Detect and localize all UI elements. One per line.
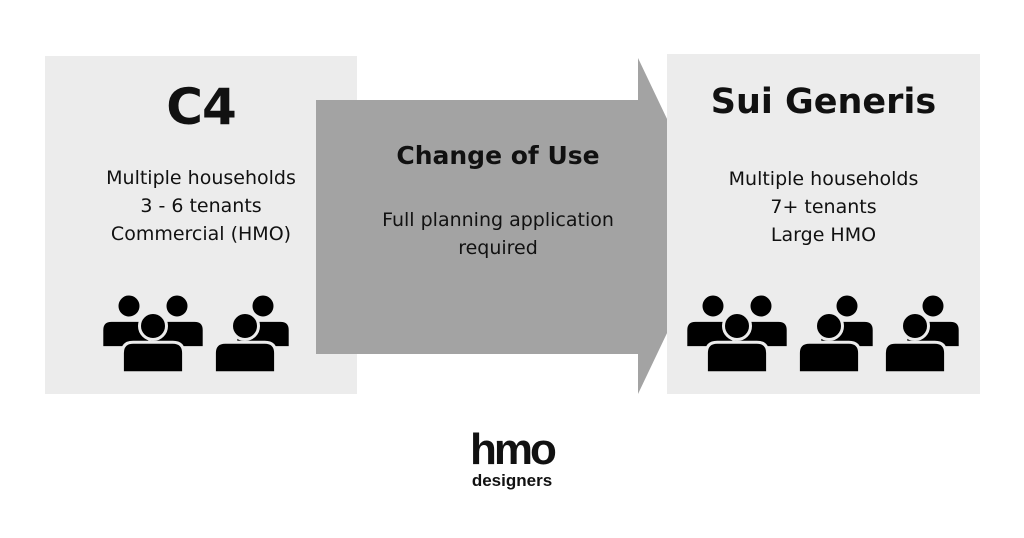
hmo-designers-logo: hmo designers [462,428,562,490]
c4-line-households: Multiple households [106,167,296,189]
person-head [163,292,191,320]
logo-wordmark: hmo [470,425,557,474]
sui-generis-people-icons [685,290,967,378]
c4-description: Multiple households 3 - 6 tenants Commer… [45,164,357,248]
people-group-3-icon [101,292,205,375]
person-head [747,292,775,320]
person-head [722,311,752,341]
people-group-3-icon [685,292,789,375]
person-head [919,292,947,320]
logo-subtitle: designers [471,471,553,490]
arrow-shape [316,58,718,394]
c4-people-icons [101,290,297,378]
person-head [900,311,930,341]
people-group-2-icon [212,292,291,375]
person-head [115,292,143,320]
arrow-description: Full planning application required [348,206,648,262]
sui-generis-line-tenants: 7+ tenants [770,196,877,218]
arrow-description-line-1: Full planning application [382,209,614,231]
person-head [699,292,727,320]
person-head [138,311,168,341]
sui-generis-panel: Sui Generis Multiple households 7+ tenan… [667,54,980,394]
person-body [212,340,278,375]
person-body [120,340,186,375]
person-head [833,292,861,320]
c4-panel: C4 Multiple households 3 - 6 tenants Com… [45,56,357,394]
arrow-description-line-2: required [458,237,538,259]
sui-generis-description: Multiple households 7+ tenants Large HMO [667,165,980,249]
people-group-2-icon [796,292,875,375]
person-body [704,340,770,375]
c4-line-type: Commercial (HMO) [110,223,292,245]
change-of-use-arrow [316,58,718,394]
c4-line-tenants: 3 - 6 tenants [140,195,262,217]
person-head [230,311,260,341]
person-head [814,311,844,341]
sui-generis-line-households: Multiple households [728,168,919,190]
arrow-title: Change of Use [396,141,600,170]
sui-generis-line-type: Large HMO [770,224,877,246]
c4-title: C4 [166,78,236,136]
person-head [249,292,277,320]
person-body [882,340,948,375]
sui-generis-title: Sui Generis [710,82,937,122]
people-group-2-icon [882,292,961,375]
person-body [796,340,862,375]
